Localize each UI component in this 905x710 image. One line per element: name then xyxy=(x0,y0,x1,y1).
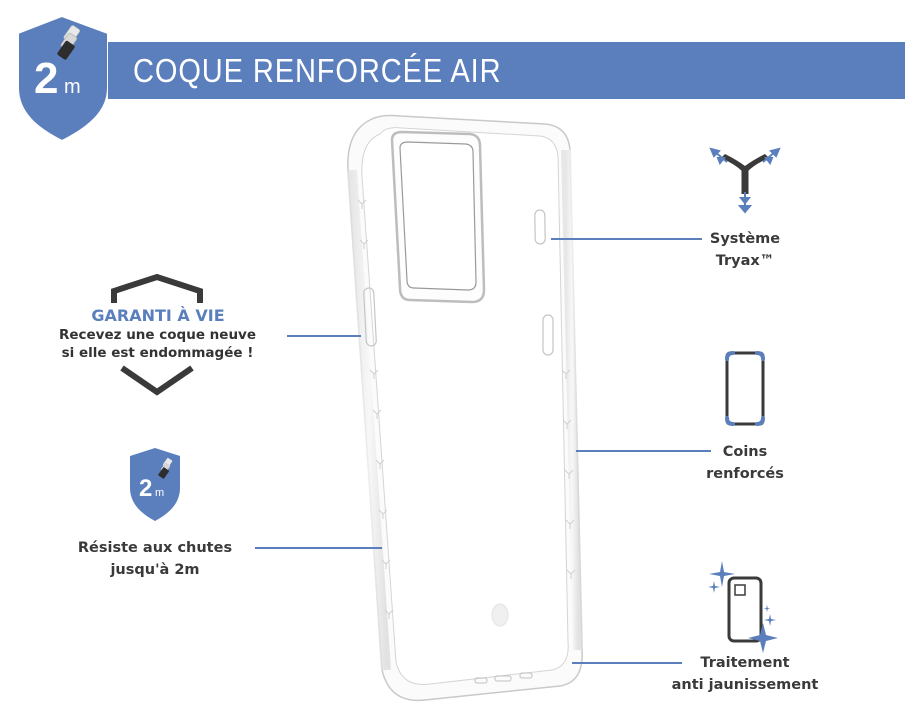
guarantee-description: Recevez une coque neuve si elle est endo… xyxy=(30,326,285,362)
anti-yellow-line-1: Traitement xyxy=(700,655,790,671)
drop-label: Résiste aux chutes jusqu'à 2m xyxy=(60,537,250,581)
callout-line-drop xyxy=(255,547,382,549)
corners-label: Coins renforcés xyxy=(690,441,800,485)
title-banner xyxy=(108,42,905,99)
reinforced-corners-icon xyxy=(725,351,765,426)
drop-line-1: Résiste aux chutes xyxy=(77,540,233,556)
tryax-line-1: Système xyxy=(709,231,781,247)
anti-yellow-line-2: anti jaunissement xyxy=(671,677,819,693)
sparkle-phone-icon xyxy=(708,561,778,653)
guarantee-line-1: Recevez une coque neuve xyxy=(58,327,257,343)
anti-yellow-label: Traitement anti jaunissement xyxy=(650,652,840,696)
corners-line-1: Coins xyxy=(722,444,768,460)
drop-badge-unit: m xyxy=(155,487,164,499)
badge-number: 2 xyxy=(34,54,58,103)
callout-line-corners xyxy=(576,450,711,452)
callout-line-anti-yellow xyxy=(572,662,682,664)
badge-unit: m xyxy=(64,76,81,98)
page-title: COQUE RENFORCÉE AIR xyxy=(133,52,502,89)
drop-badge-number: 2 xyxy=(139,475,152,502)
shield-outline-icon xyxy=(111,273,203,396)
tryax-line-2: Tryax™ xyxy=(715,253,775,269)
tryax-arrows-icon xyxy=(709,147,781,214)
tryax-label: Système Tryax™ xyxy=(690,228,800,272)
clear-phone-case-image xyxy=(347,114,583,702)
guarantee-title: GARANTI À VIE xyxy=(91,306,225,325)
corners-line-2: renforcés xyxy=(706,466,784,482)
drop-line-2: jusqu'à 2m xyxy=(110,562,200,578)
shield-2m-icon: 2 m xyxy=(130,448,180,521)
guarantee-line-2: si elle est endommagée ! xyxy=(61,345,254,361)
shield-2m-badge-icon: 2 m xyxy=(17,14,109,143)
callout-line-guarantee xyxy=(287,335,361,337)
callout-line-tryax xyxy=(551,238,702,240)
